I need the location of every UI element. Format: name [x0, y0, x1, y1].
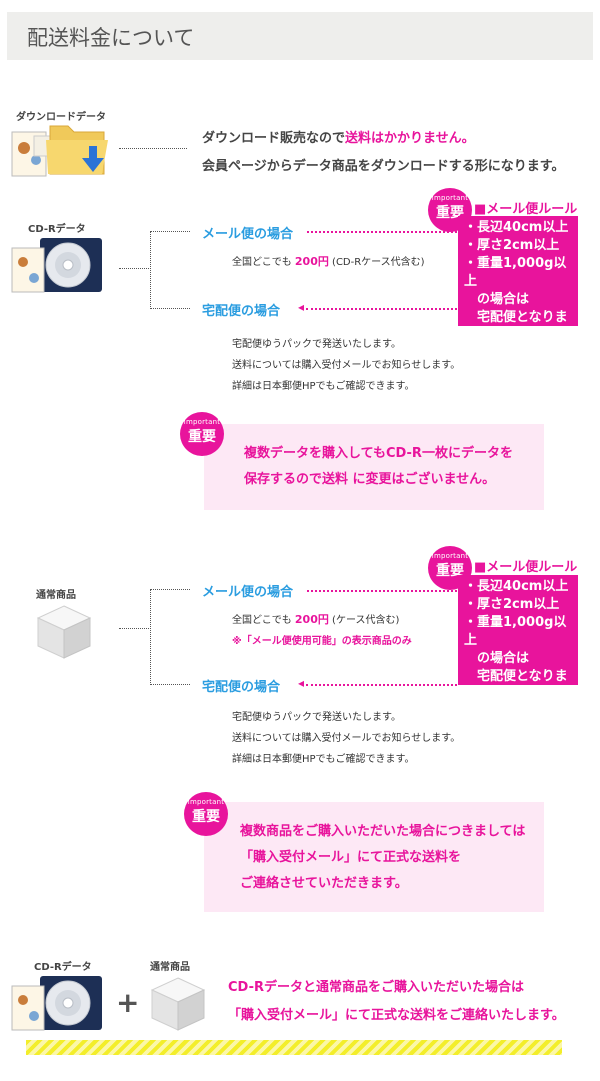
normal-takuhai-heading: 宅配便の場合 — [202, 680, 281, 695]
cdr-takuhai-heading: 宅配便の場合 — [202, 304, 281, 319]
normal-takuhai-arrow-head: ◂ — [298, 676, 305, 690]
combo-line-1: CD-Rデータと通常商品をご購入いただいた場合は — [228, 980, 524, 995]
cdr-branch-bottom — [150, 308, 190, 309]
cdr-mail-price-line: 全国どこでも 200円 (CD-Rケース代含む) — [232, 255, 425, 268]
normal-important-line-3: ご連絡させていただきます。 — [240, 876, 408, 891]
footer-stripe — [26, 1040, 562, 1055]
cdr-takuhai-connector — [306, 308, 457, 310]
normal-connector — [119, 628, 151, 629]
normal-branch-line — [150, 589, 151, 685]
download-line-2: 会員ページからデータ商品をダウンロードする形になります。 — [202, 159, 565, 174]
cdr-mail-connector — [307, 231, 457, 233]
cdr-important-box — [204, 424, 544, 510]
cdr-takuhai-details: 宅配便ゆうパックで発送いたします。 送料については購入受付メールでお知らせします… — [232, 339, 461, 392]
combo-cdr-label: CD-Rデータ — [34, 962, 92, 973]
cdr-branch-line — [150, 231, 151, 309]
download-folder-image — [11, 125, 108, 177]
page-header: 配送料金について — [7, 12, 593, 60]
normal-branch-top — [150, 589, 190, 590]
cdr-connector — [119, 268, 151, 269]
normal-label: 通常商品 — [36, 590, 76, 601]
combo-line-2: 「購入受付メール」にて正式な送料をご連絡いたします。 — [228, 1008, 565, 1023]
normal-mail-rule-box: ・長辺40cm以上 ・厚さ2cm以上 ・重量1,000g以上 の場合は 宅配便と… — [458, 575, 578, 702]
download-connector — [119, 148, 187, 149]
normal-mail-caution: ※「メール便使用可能」の表示商品のみ — [232, 636, 412, 647]
combo-normal-box-image — [150, 977, 206, 1031]
normal-mail-rule-title: ■メール便ルール — [474, 560, 578, 575]
cdr-mail-rule-box: ・長辺40cm以上 ・厚さ2cm以上 ・重量1,000g以上 の場合は 宅配便と… — [458, 216, 578, 343]
normal-box-image — [36, 605, 92, 659]
normal-mail-heading: メール便の場合 — [202, 585, 294, 600]
cdr-mail-rule-title: ■メール便ルール — [474, 202, 578, 217]
normal-takuhai-details: 宅配便ゆうパックで発送いたします。 送料については購入受付メールでお知らせします… — [232, 712, 461, 765]
cdr-branch-top — [150, 231, 190, 232]
normal-branch-bottom — [150, 684, 190, 685]
cdr-important-line-2: 保存するので送料 に変更はございません。 — [244, 472, 496, 487]
normal-important-line-2: 「購入受付メール」にて正式な送料を — [240, 850, 462, 865]
combo-plus-sign: + — [116, 986, 140, 1019]
normal-mail-price-line: 全国どこでも 200円 (ケース代含む) — [232, 613, 400, 626]
normal-important-box — [204, 802, 544, 912]
download-line-1: ダウンロード販売なので送料はかかりません。 — [202, 131, 475, 146]
combo-cdr-image — [11, 976, 102, 1031]
cdr-takuhai-arrow-head: ◂ — [298, 300, 305, 314]
page-title: 配送料金について — [27, 26, 195, 50]
download-label: ダウンロードデータ — [16, 112, 106, 123]
normal-takuhai-connector — [306, 684, 457, 686]
cdr-disc-image — [11, 238, 102, 293]
cdr-important-line-1: 複数データを購入してもCD-R一枚にデータを — [244, 446, 513, 461]
cdr-mail-heading: メール便の場合 — [202, 227, 294, 242]
combo-normal-label: 通常商品 — [150, 962, 190, 973]
normal-important-line-1: 複数商品をご購入いただいた場合につきましては — [240, 824, 526, 839]
normal-mail-connector — [307, 590, 457, 592]
cdr-label: CD-Rデータ — [28, 224, 86, 235]
